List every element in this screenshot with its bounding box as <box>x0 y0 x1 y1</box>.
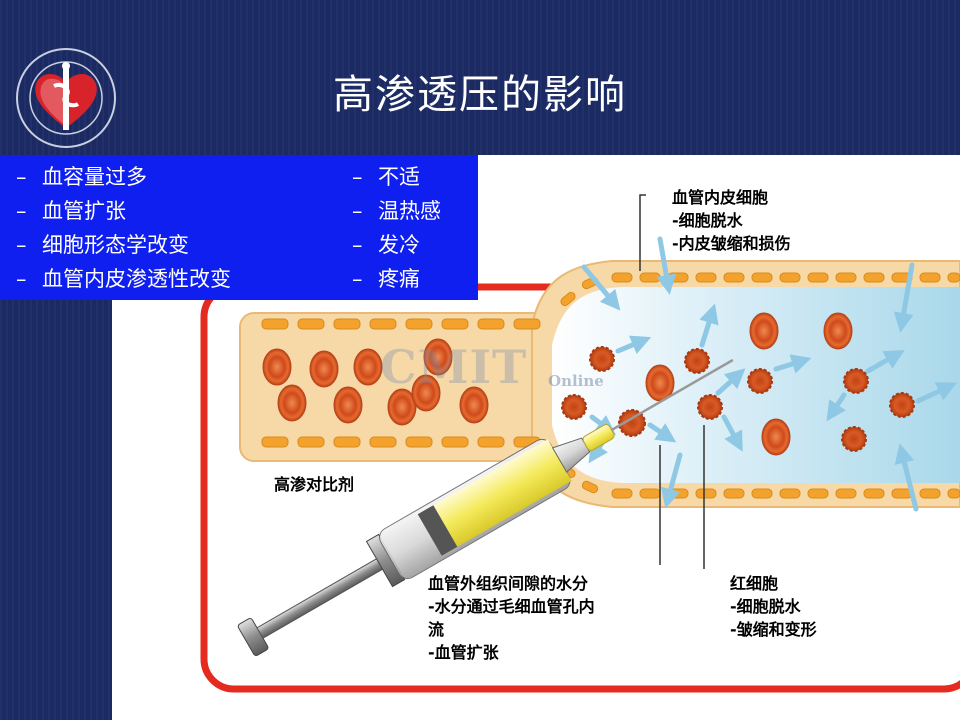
list-item: –疼痛 <box>352 262 441 296</box>
label-leaders <box>639 194 705 569</box>
list-item: –血管内皮渗透性改变 <box>16 262 231 296</box>
list-item-text: 温热感 <box>378 199 441 223</box>
list-item-text: 血管扩张 <box>42 199 126 223</box>
label-line: 血管外组织间隙的水分 <box>428 574 589 593</box>
slide-title: 高渗透压的影响 <box>333 72 627 118</box>
interstitial-water-label: 血管外组织间隙的水分 -水分通过毛细血管孔内 流 -血管扩张 <box>428 572 595 664</box>
bullet-dash: – <box>16 267 27 291</box>
label-line: -水分通过毛细血管孔内 <box>428 597 595 616</box>
bullet-dash: – <box>16 199 27 223</box>
list-item-text: 发冷 <box>378 233 420 257</box>
list-item: –温热感 <box>352 194 441 228</box>
rbc-label: 红细胞 -细胞脱水 -皱缩和变形 <box>730 572 817 641</box>
label-line: -内皮皱缩和损伤 <box>672 234 791 253</box>
bullet-dash: – <box>16 165 27 189</box>
vessel-diagram <box>200 194 960 693</box>
bullet-dash: – <box>352 267 363 291</box>
label-line: 血管内皮细胞 <box>672 188 769 207</box>
list-item: –细胞形态学改变 <box>16 228 231 262</box>
list-item-text: 疼痛 <box>378 267 420 291</box>
list-item-text: 血管内皮渗透性改变 <box>42 267 231 291</box>
hospital-logo <box>16 48 116 148</box>
watermark-subtext: Online <box>548 372 604 390</box>
label-line: -血管扩张 <box>428 643 499 662</box>
symptom-box <box>0 155 478 300</box>
list-item-text: 细胞形态学改变 <box>42 233 189 257</box>
label-line: -细胞脱水 <box>730 597 801 616</box>
list-item: –血管扩张 <box>16 194 231 228</box>
symptom-list-right: –不适 –温热感 –发冷 –疼痛 <box>352 160 441 296</box>
label-line: 红细胞 <box>730 574 779 593</box>
list-item: –血容量过多 <box>16 160 231 194</box>
symptom-list-left: –血容量过多 –血管扩张 –细胞形态学改变 –血管内皮渗透性改变 <box>16 160 231 296</box>
bullet-dash: – <box>16 233 27 257</box>
endothelial-label: 血管内皮细胞 -细胞脱水 -内皮皱缩和损伤 <box>672 186 791 255</box>
list-item-text: 不适 <box>378 165 420 189</box>
list-item: –不适 <box>352 160 441 194</box>
bullet-dash: – <box>352 165 363 189</box>
crenated-rbc-group <box>561 346 915 452</box>
normal-rbc-group <box>262 312 853 456</box>
water-flow-arrows <box>581 236 958 512</box>
label-line: -细胞脱水 <box>672 211 743 230</box>
contrast-agent-label: 高渗对比剂 <box>274 475 355 494</box>
label-line: 流 <box>428 620 445 639</box>
list-item: –发冷 <box>352 228 441 262</box>
watermark-text: CMIT <box>380 340 528 394</box>
bullet-dash: – <box>352 233 363 257</box>
list-item-text: 血容量过多 <box>42 165 147 189</box>
bullet-dash: – <box>352 199 363 223</box>
syringe <box>237 358 734 656</box>
label-line: -皱缩和变形 <box>730 620 817 639</box>
